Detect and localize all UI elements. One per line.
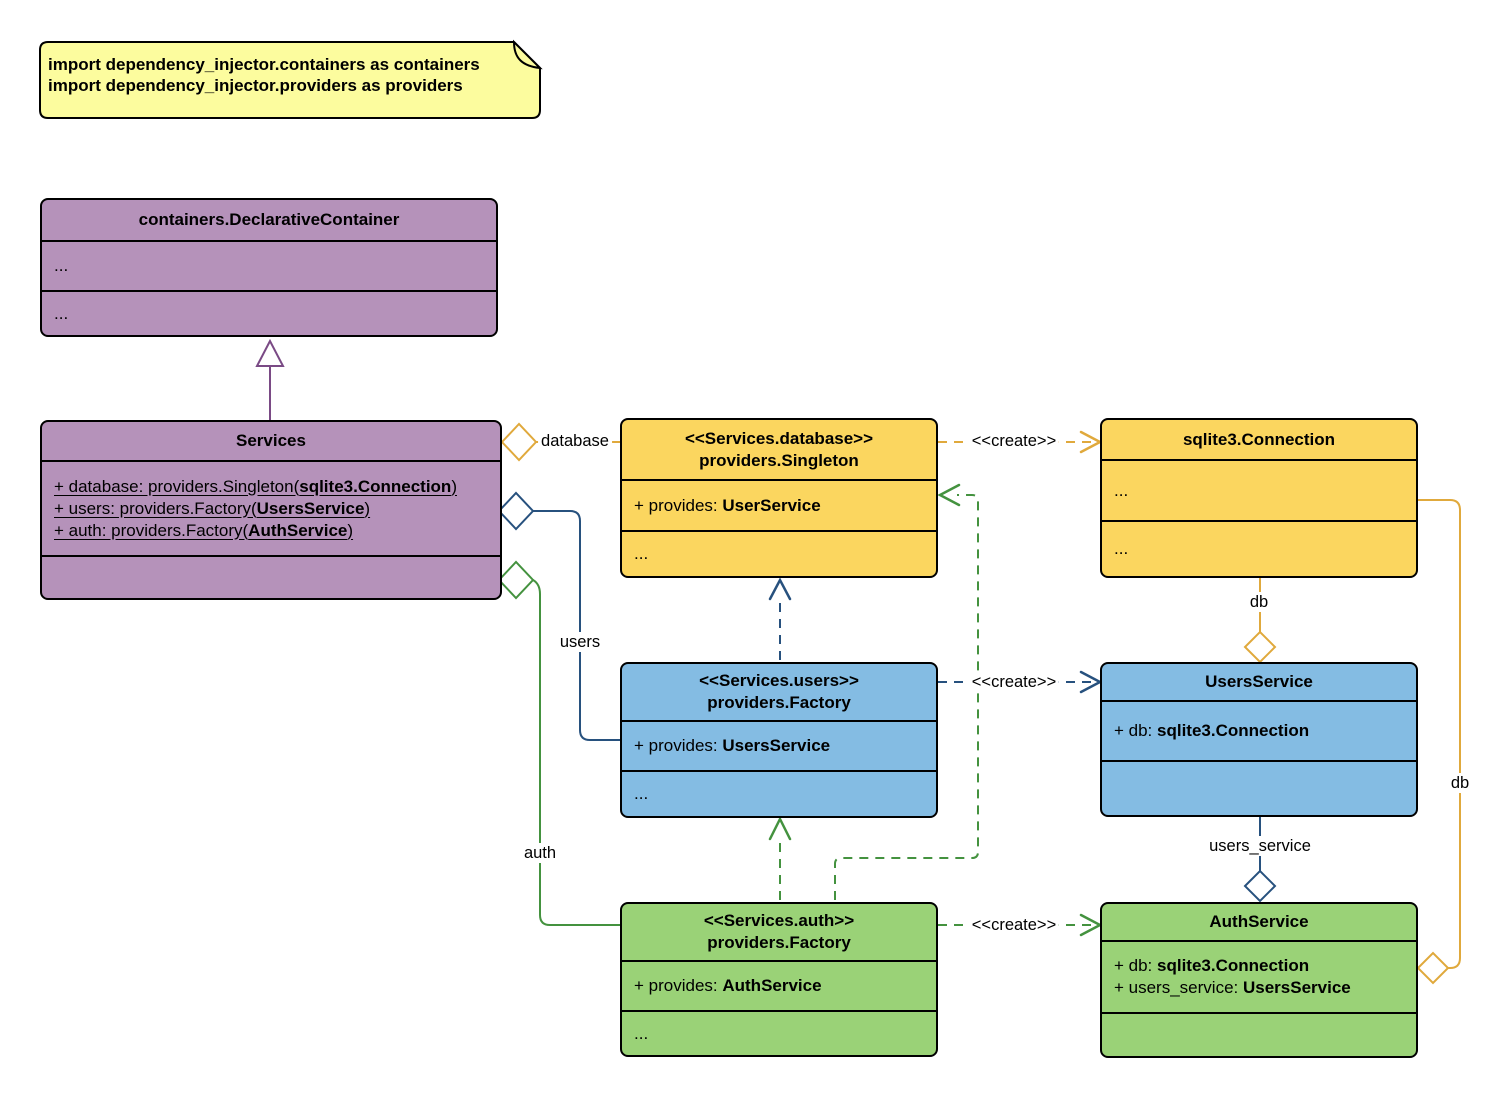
class-title: AuthService [1209, 912, 1309, 931]
note-shape [39, 39, 543, 119]
class-stereotype: <<Services.auth>> [703, 911, 855, 930]
attributes-section: + provides: AuthService [622, 960, 936, 1010]
edge-label-users-service: users_service [1206, 836, 1314, 856]
attribute-provides: + provides: AuthService [634, 976, 822, 995]
provider-users-factory: <<Services.users>> providers.Factory + p… [620, 662, 938, 818]
edge-db-aggregation-usersservice [1243, 578, 1277, 664]
edge-label-db-middle: db [1246, 592, 1272, 612]
provider-auth-factory: <<Services.auth>> providers.Factory + pr… [620, 902, 938, 1057]
import-note: import dependency_injector.containers as… [48, 54, 528, 96]
methods-section: ... [42, 290, 496, 335]
attribute-provides: + provides: UsersService [634, 736, 831, 755]
class-title: <<Services.auth>> providers.Factory [622, 904, 936, 960]
edge-users-factory-to-singleton [768, 577, 792, 660]
methods-section: ... [622, 1010, 936, 1055]
attribute-auth: + auth: providers.Factory(AuthService) [54, 520, 354, 540]
class-title: Services [236, 431, 306, 450]
methods-section: ... [622, 530, 936, 576]
edge-label-create-auth: <<create>> [968, 915, 1060, 935]
class-users-service: UsersService + db: sqlite3.Connection [1100, 662, 1418, 817]
attribute-users-service: + users_service: UsersService [1114, 978, 1351, 997]
edge-label-auth: auth [520, 843, 560, 863]
class-title: UsersService [1205, 672, 1313, 691]
class-title: containers.DeclarativeContainer [138, 210, 400, 229]
attributes-section: ... [1102, 459, 1416, 520]
class-declarative-container: containers.DeclarativeContainer ... ... [40, 198, 498, 337]
methods-section: ... [622, 770, 936, 816]
methods-section: ... [1102, 520, 1416, 576]
note-line: import dependency_injector.providers as … [48, 76, 463, 95]
edge-users-service-aggregation [1243, 817, 1277, 903]
edge-auth-factory-to-users-factory [768, 816, 792, 900]
edge-label-users: users [556, 632, 604, 652]
class-name: providers.Factory [707, 933, 851, 952]
attributes-section: + db: sqlite3.Connection [1102, 700, 1416, 760]
attributes-section: + provides: UsersService [622, 720, 936, 770]
methods-section [1102, 1012, 1416, 1056]
class-name: providers.Factory [707, 693, 851, 712]
attributes-section: + provides: UserService [622, 479, 936, 530]
provider-database-singleton: <<Services.database>> providers.Singleto… [620, 418, 938, 578]
attribute-db: + db: sqlite3.Connection [1114, 721, 1310, 740]
edge-db-aggregation-authservice [1416, 499, 1461, 985]
attribute-users: + users: providers.Factory(UsersService) [54, 498, 371, 518]
class-stereotype: <<Services.database>> [684, 428, 874, 448]
edge-label-create-database: <<create>> [968, 431, 1060, 451]
attribute-db: + db: sqlite3.Connection [1114, 956, 1310, 975]
attributes-section: ... [42, 240, 496, 290]
methods-section [42, 555, 500, 598]
class-title: <<Services.database>> providers.Singleto… [622, 420, 936, 479]
class-auth-service: AuthService + db: sqlite3.Connection + u… [1100, 902, 1418, 1058]
edge-auth-factory-to-singleton [834, 483, 979, 900]
edge-inheritance-services [255, 338, 285, 420]
attribute-database: + database: providers.Singleton(sqlite3.… [54, 476, 457, 496]
note-fold-corner [512, 39, 543, 70]
edge-label-db-right: db [1447, 773, 1473, 793]
attributes-section: + db: sqlite3.Connection + users_service… [1102, 940, 1416, 1012]
attributes-section: + database: providers.Singleton(sqlite3.… [42, 460, 500, 555]
class-services: Services + database: providers.Singleton… [40, 420, 502, 600]
methods-section [1102, 760, 1416, 815]
edge-users-aggregation [497, 491, 620, 741]
note-line: import dependency_injector.containers as… [48, 55, 480, 74]
class-stereotype: <<Services.users>> [699, 671, 859, 690]
class-title: sqlite3.Connection [1182, 429, 1336, 449]
class-name: providers.Singleton [699, 450, 859, 470]
edge-auth-aggregation [497, 560, 620, 926]
attribute-provides: + provides: UserService [634, 495, 821, 515]
class-sqlite3-connection: sqlite3.Connection ... ... [1100, 418, 1418, 578]
edge-label-create-users: <<create>> [968, 672, 1060, 692]
edge-label-database: database [538, 431, 612, 451]
class-title: <<Services.users>> providers.Factory [622, 664, 936, 720]
